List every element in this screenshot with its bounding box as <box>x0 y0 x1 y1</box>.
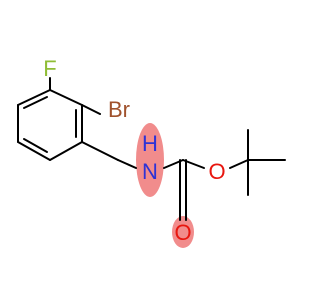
atom-fluorine: F <box>43 56 56 81</box>
ring-bond <box>17 89 51 106</box>
c-ch2-bond <box>81 141 119 161</box>
ring-bond <box>49 141 83 161</box>
atom-hydrogen: H <box>142 131 158 156</box>
ch2-n-bond <box>117 159 137 169</box>
c-br-bond <box>81 104 101 115</box>
o-tbu-bond <box>229 159 249 169</box>
atom-ester-oxygen: O <box>208 159 225 184</box>
carbonyl-o-highlight <box>172 216 194 248</box>
ring-double-bond <box>23 138 48 153</box>
nh-highlight <box>136 123 164 197</box>
atom-nitrogen: N <box>142 159 158 184</box>
molecule-canvas: F Br H N O O <box>17 56 286 248</box>
ring-double-bond <box>23 96 48 109</box>
ring-bond <box>49 89 83 106</box>
atom-carbonyl-oxygen: O <box>174 220 191 245</box>
atom-bromine: Br <box>108 97 130 122</box>
structure-diagram: F Br H N O O <box>17 56 286 248</box>
c-o-ester-bond <box>182 159 205 169</box>
ring-bond <box>17 141 51 161</box>
